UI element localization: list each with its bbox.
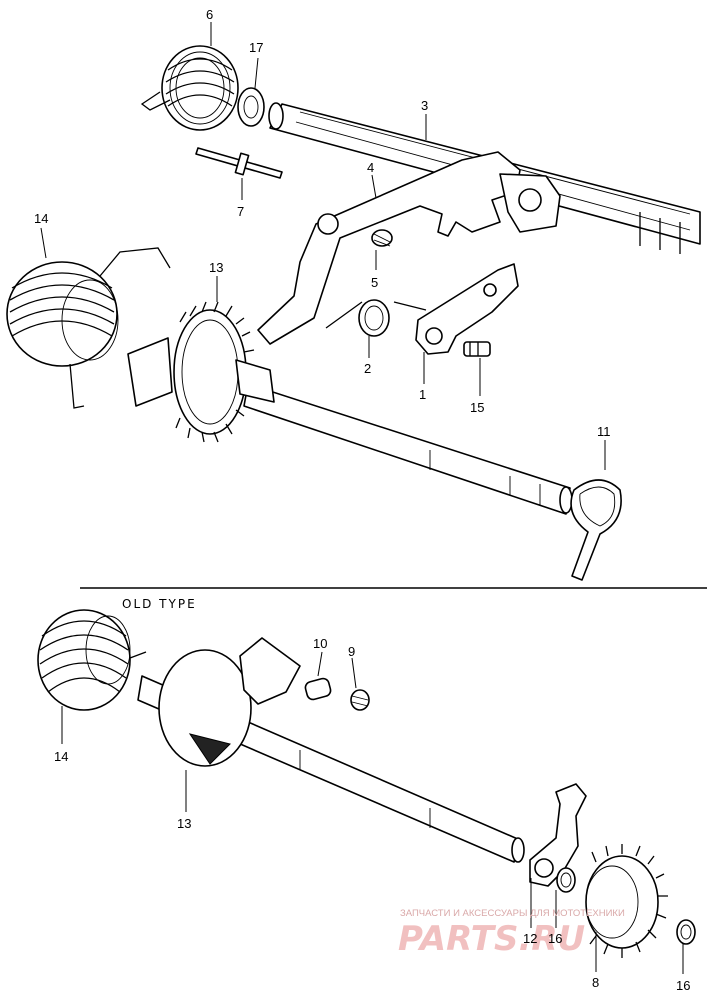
callout-11: 11: [597, 424, 611, 439]
plunger-10: [304, 677, 332, 701]
return-spring-6: [140, 45, 239, 131]
callout-8: 8: [592, 975, 599, 990]
washer-16-b: [676, 919, 696, 945]
callout-7: 7: [237, 204, 244, 219]
kick-shaft-13-bottom: [137, 637, 525, 863]
watermark-logo: PARTS.RU: [398, 919, 585, 959]
plate-1: [415, 263, 519, 355]
shift-arm-4: [257, 151, 561, 345]
callout-13-bottom: 13: [177, 816, 191, 831]
callout-6: 6: [206, 7, 213, 22]
washer-16-a: [556, 867, 576, 893]
pin-7: [195, 147, 283, 179]
callout-14-top: 14: [34, 211, 48, 226]
kick-shaft-13-top: [127, 301, 573, 515]
guide-plate-12: [529, 783, 587, 887]
spring-2: [325, 299, 427, 337]
callout-9: 9: [348, 644, 355, 659]
callout-2: 2: [364, 361, 371, 376]
callout-1: 1: [419, 387, 426, 402]
callout-4: 4: [367, 160, 374, 175]
callout-16-b: 16: [676, 978, 690, 993]
section-label: OLD TYPE: [122, 597, 197, 611]
spring-5: [371, 229, 393, 247]
washer-17: [237, 87, 265, 127]
callout-5: 5: [371, 275, 378, 290]
callout-13-top: 13: [209, 260, 223, 275]
watermark: ЗАПЧАСТИ И АКСЕССУАРЫ ДЛЯ МОТОТЕХНИКИ PA…: [398, 908, 625, 959]
callout-15: 15: [470, 400, 484, 415]
spring-9: [350, 689, 370, 711]
leader-lines: [40, 22, 684, 974]
callout-3: 3: [421, 98, 428, 113]
watermark-line: ЗАПЧАСТИ И АКСЕССУАРЫ ДЛЯ МОТОТЕХНИКИ: [400, 908, 625, 919]
callout-17: 17: [249, 40, 263, 55]
callout-10: 10: [313, 636, 327, 651]
clip-11: [570, 479, 622, 581]
callout-16-a: 16: [548, 931, 562, 946]
kick-spring-14-bottom: [37, 609, 147, 711]
gear-8: [585, 844, 668, 958]
callout-14-bottom: 14: [54, 749, 68, 764]
kick-spring-14-top: [6, 247, 171, 409]
bolt-15: [463, 341, 491, 357]
callout-12: 12: [523, 931, 537, 946]
